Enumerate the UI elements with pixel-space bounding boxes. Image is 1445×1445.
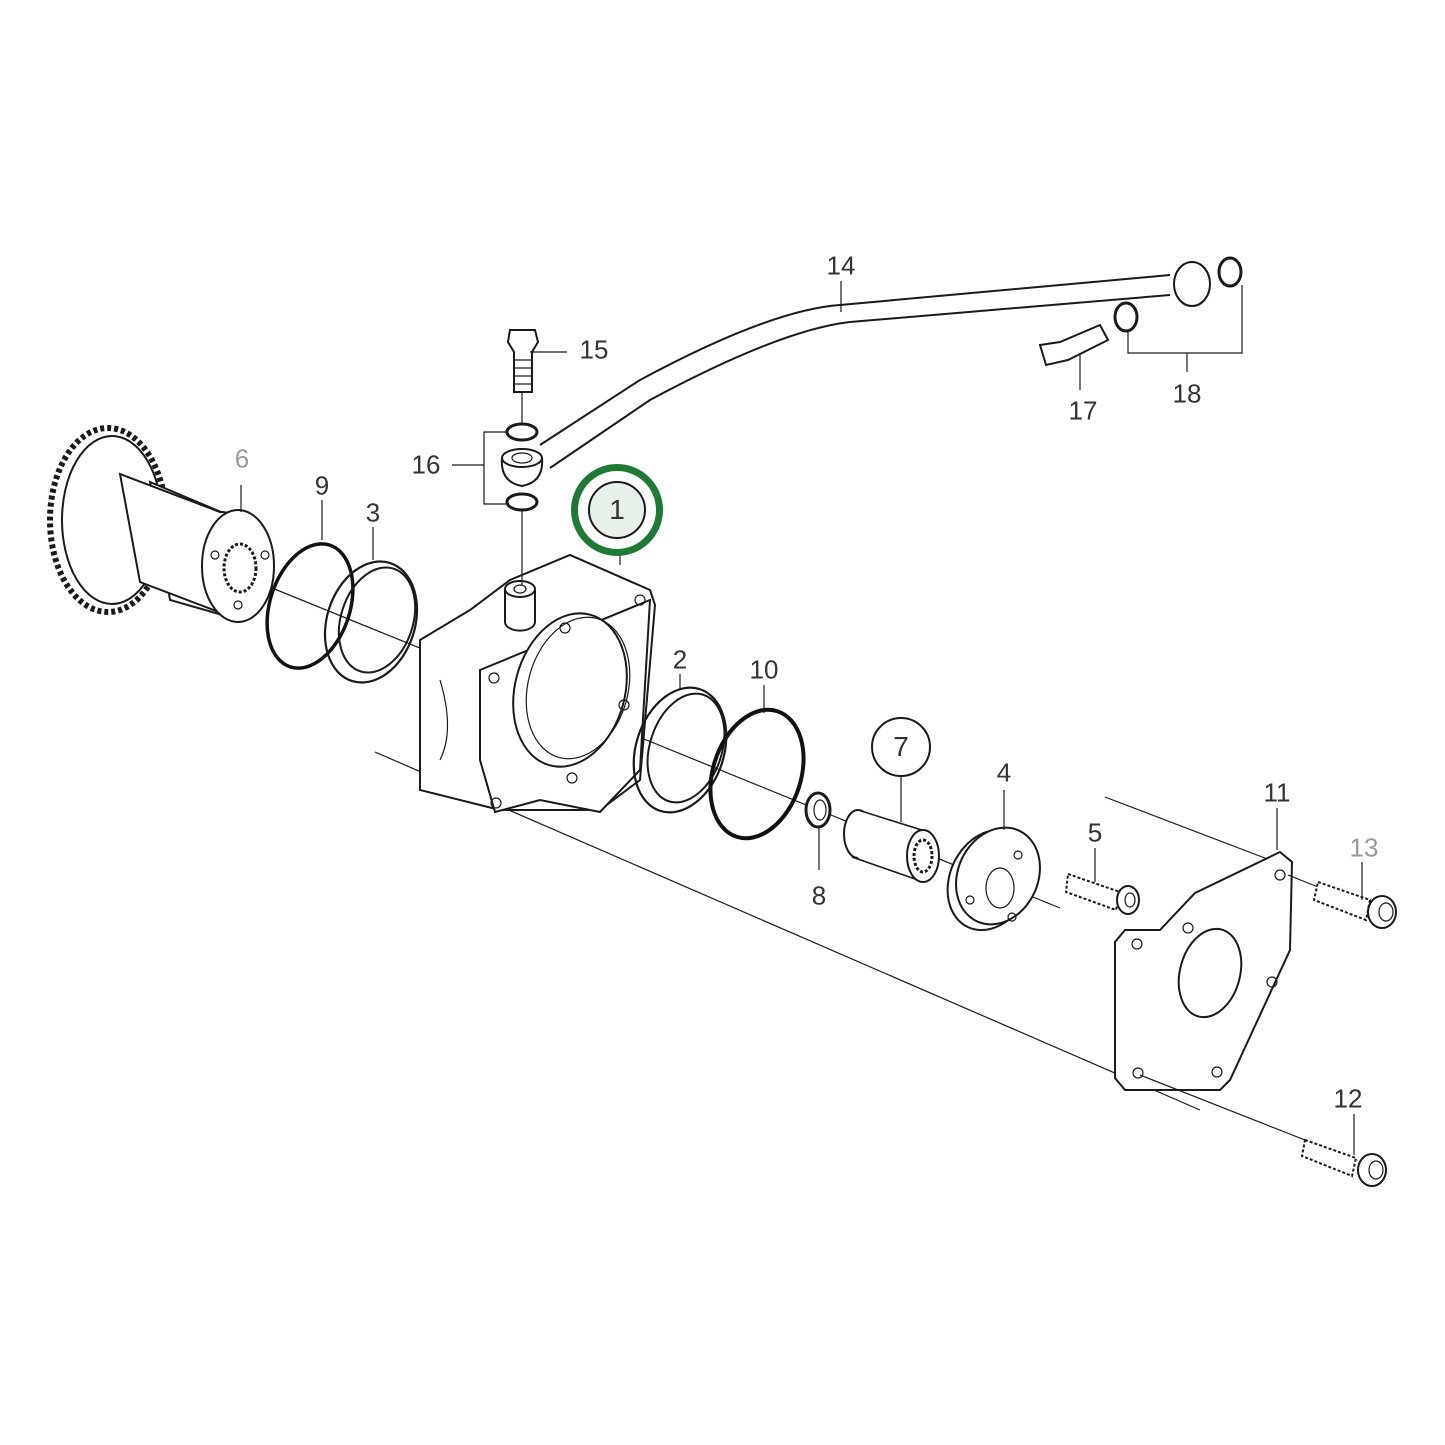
callout-15: 15 (579, 334, 609, 365)
bearing-ring-3[interactable] (310, 527, 432, 695)
sealing-washers-18[interactable] (1113, 256, 1243, 372)
callout-1-highlight[interactable]: 1 (571, 464, 663, 556)
pump-housing-part[interactable] (419, 545, 657, 814)
o-ring-10[interactable] (695, 685, 819, 850)
banjo-bolt-17[interactable] (1038, 323, 1110, 390)
callout-17: 17 (1068, 395, 1098, 426)
flange-disc-4[interactable] (932, 790, 1056, 944)
callout-13: 13 (1349, 832, 1379, 863)
callout-6: 6 (234, 443, 250, 474)
banjo-fitting-16[interactable] (452, 422, 544, 585)
callout-8: 8 (811, 880, 827, 911)
callout-11: 11 (1263, 777, 1291, 808)
callout-12: 12 (1333, 1083, 1363, 1114)
callout-4: 4 (996, 757, 1012, 788)
callout-16: 16 (411, 449, 441, 480)
bearing-ring-2[interactable] (618, 674, 741, 824)
callout-7: 7 (871, 717, 931, 777)
socket-screw-5[interactable] (1064, 848, 1140, 915)
gear-hub-part[interactable] (47, 425, 275, 623)
callout-3: 3 (365, 497, 381, 528)
cover-plate-11[interactable] (1114, 808, 1294, 1091)
callout-2: 2 (672, 644, 688, 675)
callout-5: 5 (1087, 817, 1103, 848)
flange-bolt-12[interactable] (1139, 1074, 1387, 1187)
coupling-sleeve-7[interactable] (843, 776, 940, 883)
callout-18: 18 (1172, 378, 1202, 409)
o-ring-9[interactable] (252, 500, 368, 679)
callout-9: 9 (314, 470, 330, 501)
callout-14: 14 (826, 250, 856, 281)
callout-1: 1 (588, 481, 646, 539)
banjo-bolt-15[interactable] (506, 329, 567, 425)
oil-pipe-14[interactable] (539, 274, 1171, 469)
flange-bolt-13[interactable] (1287, 862, 1397, 929)
callout-10: 10 (749, 654, 779, 685)
circlip-8[interactable] (804, 791, 832, 870)
